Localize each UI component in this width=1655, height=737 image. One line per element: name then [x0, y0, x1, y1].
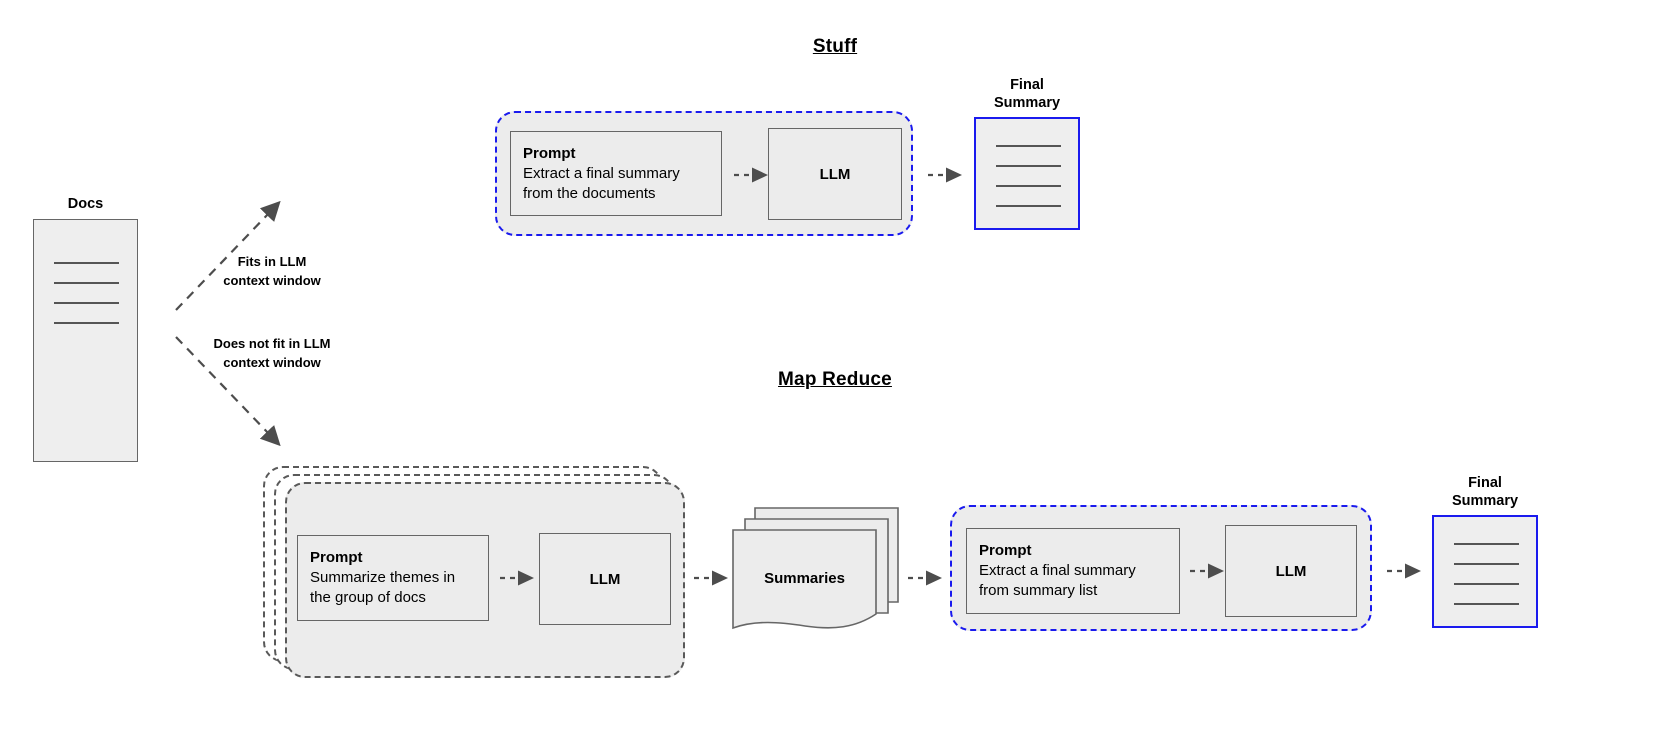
- stuff-llm-box: LLM: [768, 128, 902, 220]
- reduce-final-summary-line-2: [1454, 563, 1519, 565]
- reduce-final-summary-line1: Final: [1468, 475, 1502, 491]
- reduce-prompt-box: Prompt Extract a final summary from summ…: [966, 528, 1180, 614]
- stuff-final-summary-line1: Final: [1010, 77, 1044, 93]
- map-prompt-box: Prompt Summarize themes in the group of …: [297, 535, 489, 621]
- reduce-final-summary-doc: [1432, 515, 1538, 628]
- reduce-prompt-heading: Prompt: [979, 542, 1032, 559]
- docs-line-3: [54, 302, 119, 304]
- stuff-prompt-line2: from the documents: [523, 184, 656, 202]
- map-llm-label: LLM: [589, 570, 621, 588]
- edge-label-fits-line2: context window: [223, 273, 321, 288]
- map-prompt-text: Prompt Summarize themes in the group of …: [310, 548, 480, 608]
- map-llm-box: LLM: [539, 533, 671, 625]
- reduce-arrow-llm-to-final: [1387, 563, 1421, 579]
- reduce-final-summary-label: Final Summary: [1420, 474, 1550, 510]
- reduce-final-summary-line-1: [1454, 543, 1519, 545]
- stuff-llm-label: LLM: [819, 165, 851, 183]
- stuff-final-summary-doc: [974, 117, 1080, 230]
- section-title-stuff: Stuff: [812, 36, 858, 57]
- edge-label-fits-line1: Fits in LLM: [237, 254, 307, 269]
- docs-line-2: [54, 282, 119, 284]
- arrow-fits-context: [175, 200, 281, 311]
- stuff-arrow-llm-to-summary: [928, 167, 962, 183]
- reduce-prompt-line2: from summary list: [979, 582, 1098, 599]
- reduce-final-summary-line-4: [1454, 603, 1519, 605]
- stuff-prompt-text: Prompt Extract a final summary from the …: [523, 144, 713, 204]
- map-prompt-line2: the group of docs: [310, 589, 426, 606]
- reduce-prompt-line1: Extract a final summary: [979, 562, 1136, 579]
- reduce-final-summary-line-3: [1454, 583, 1519, 585]
- docs-line-4: [54, 322, 119, 324]
- final-summary-line-1: [996, 145, 1061, 147]
- reduce-arrow-prompt-to-llm: [1190, 563, 1224, 579]
- stuff-final-summary-line2: Summary: [993, 95, 1061, 111]
- stuff-prompt-heading: Prompt: [523, 144, 576, 162]
- stuff-final-summary-label: Final Summary: [962, 76, 1092, 112]
- section-title-map-reduce: Map Reduce: [778, 369, 892, 390]
- map-prompt-line1: Summarize themes in: [310, 569, 456, 586]
- final-summary-line-4: [996, 205, 1061, 207]
- stuff-arrow-prompt-to-llm: [734, 167, 768, 183]
- reduce-llm-label: LLM: [1275, 562, 1307, 580]
- map-arrow-summaries-to-reduce: [908, 570, 942, 586]
- stuff-prompt-line1: Extract a final summary: [523, 164, 680, 182]
- docs-line-1: [54, 262, 119, 264]
- docs-stack: [33, 219, 138, 462]
- summaries-doc-front: [732, 529, 877, 630]
- reduce-final-summary-line2: Summary: [1451, 493, 1519, 509]
- arrow-does-not-fit-context: [175, 336, 281, 447]
- docs-label: Docs: [67, 196, 104, 212]
- stuff-prompt-box: Prompt Extract a final summary from the …: [510, 131, 722, 216]
- map-prompt-heading: Prompt: [310, 549, 363, 566]
- reduce-llm-box: LLM: [1225, 525, 1357, 617]
- edge-label-nofit-line2: context window: [223, 355, 321, 370]
- final-summary-line-3: [996, 185, 1061, 187]
- edge-label-nofit-line1: Does not fit in LLM: [213, 336, 331, 351]
- summaries-doc-stack: [732, 507, 899, 630]
- summaries-label: Summaries: [764, 570, 845, 587]
- edge-label-fits: Fits in LLM context window: [186, 252, 358, 290]
- map-arrow-prompt-to-llm: [500, 570, 534, 586]
- reduce-prompt-text: Prompt Extract a final summary from summ…: [979, 541, 1171, 601]
- map-arrow-llm-to-summaries: [694, 570, 728, 586]
- branch-arrows: [175, 200, 281, 447]
- edge-label-does-not-fit: Does not fit in LLM context window: [178, 334, 366, 372]
- final-summary-line-2: [996, 165, 1061, 167]
